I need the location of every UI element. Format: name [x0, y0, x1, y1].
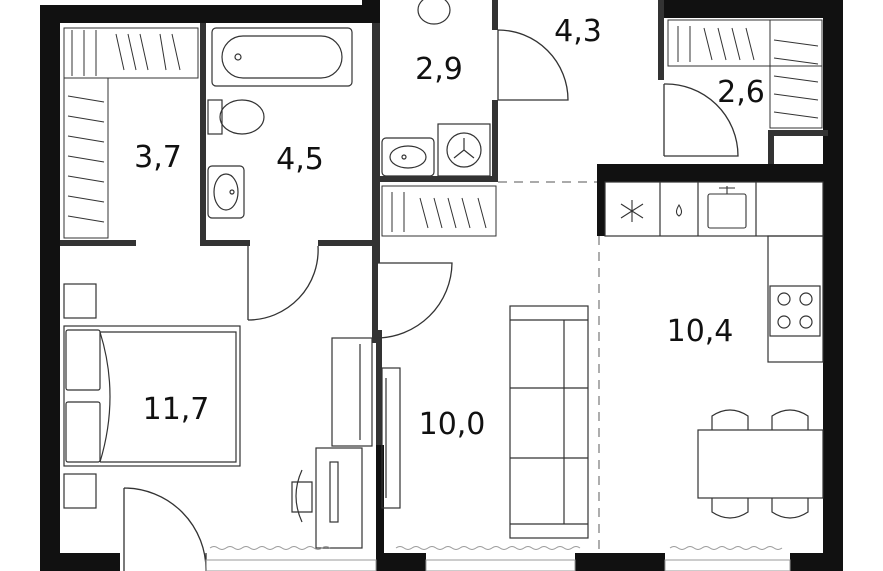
- door-living: [375, 262, 453, 339]
- wardrobe-icon: [331, 337, 373, 447]
- partition-bath-bottom-a: [200, 240, 250, 246]
- partition-storage-bottom: [60, 240, 136, 246]
- tv-icon: [381, 367, 401, 509]
- sink-icon: [381, 137, 435, 177]
- toilet-icon: [207, 99, 265, 135]
- wall-top-right: [660, 0, 843, 18]
- partition-living-left: [372, 263, 378, 343]
- room-area-kitchen: 10,4: [666, 314, 734, 349]
- fridge-icon: [620, 200, 644, 222]
- room-area-wc: 2,9: [415, 52, 463, 87]
- sofa-icon: [509, 305, 589, 539]
- room-area-bathroom: 4,5: [276, 142, 324, 177]
- wall-bottom-4: [790, 553, 843, 571]
- partition-bath-bottom-b: [318, 240, 380, 246]
- room-area-closet-right: 2,6: [717, 75, 765, 110]
- wall-bottom-1: [60, 553, 120, 571]
- sink-icon: [207, 165, 245, 219]
- windows: [205, 546, 791, 571]
- walls: [40, 0, 843, 571]
- door-closet: [663, 83, 739, 157]
- washing-machine-icon: [437, 123, 491, 177]
- partition-wc-right: [492, 0, 498, 30]
- room-area-storage-left: 3,7: [134, 140, 182, 175]
- wardrobe-icon: [381, 185, 497, 237]
- bathtub-icon: [211, 27, 353, 87]
- partition-bath-left: [200, 23, 206, 245]
- partition-bedroom-right: [376, 330, 382, 445]
- wall-kitchen-top: [597, 164, 843, 182]
- partition-closet-bottom: [768, 130, 828, 136]
- door-hallway: [497, 29, 569, 101]
- wardrobe-icon: [667, 19, 823, 129]
- wall-bottom-3: [575, 553, 665, 571]
- partition-closet-right: [768, 130, 774, 164]
- partition-bath-right: [372, 23, 380, 263]
- wardrobe-icon: [63, 27, 199, 239]
- room-area-living-room: 10,0: [418, 407, 486, 442]
- partitions: [60, 0, 828, 445]
- wall-outer-right: [823, 0, 843, 571]
- wall-kitchen-stub: [597, 164, 605, 236]
- partition-closet-left: [658, 0, 664, 80]
- bed-icon: [63, 283, 241, 509]
- dining-table-icon: [697, 409, 824, 519]
- door-entrance: [123, 487, 207, 571]
- drop-icon: [675, 203, 683, 217]
- room-area-hallway: 4,3: [554, 14, 602, 49]
- partition-wc-right-b: [492, 100, 498, 180]
- zone-separators: [498, 181, 600, 553]
- desk-chair-icon: [291, 447, 363, 549]
- doors: [123, 29, 739, 571]
- wall-top-stub: [362, 0, 380, 23]
- wall-top-left: [40, 5, 362, 23]
- kitchen-counter: [604, 181, 824, 363]
- wall-outer-left: [40, 5, 60, 571]
- wall-bottom-2: [376, 553, 426, 571]
- toilet-icon: [417, 0, 451, 25]
- room-area-bedroom: 11,7: [142, 392, 210, 427]
- door-bathroom: [247, 245, 319, 321]
- partition-wc-bottom: [372, 176, 498, 182]
- stove-icon: [769, 285, 821, 337]
- wall-living-left: [376, 445, 384, 571]
- sink-icon: [707, 186, 747, 229]
